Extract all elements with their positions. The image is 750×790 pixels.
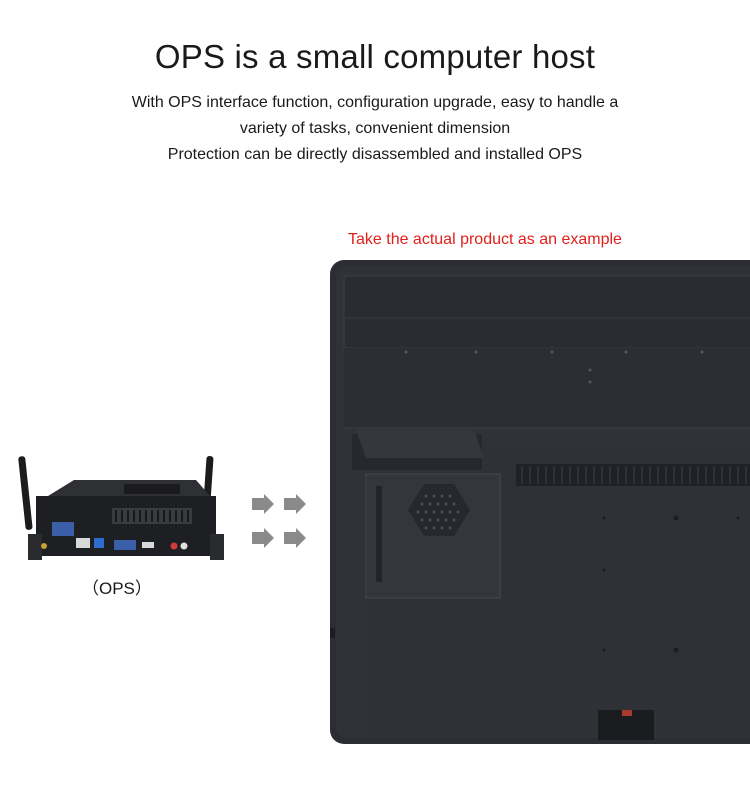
description-line-2: variety of tasks, convenient dimension [239,120,511,137]
example-note: Take the actual product as an example [348,231,622,248]
display-back-panel-image [330,260,750,744]
description-line-1: With OPS interface function, configurati… [131,94,619,111]
arrows-graphic [252,494,306,548]
page-title: OPS is a small computer host [154,38,596,75]
arrow-right-icon [252,494,274,514]
ops-caption: （OPS） [82,579,152,598]
arrow-right-icon [252,528,274,548]
arrow-right-icon [284,528,306,548]
ops-computer-image [18,456,224,560]
arrow-right-icon [284,494,306,514]
description-line-3: Protection can be directly disassembled … [167,146,583,163]
